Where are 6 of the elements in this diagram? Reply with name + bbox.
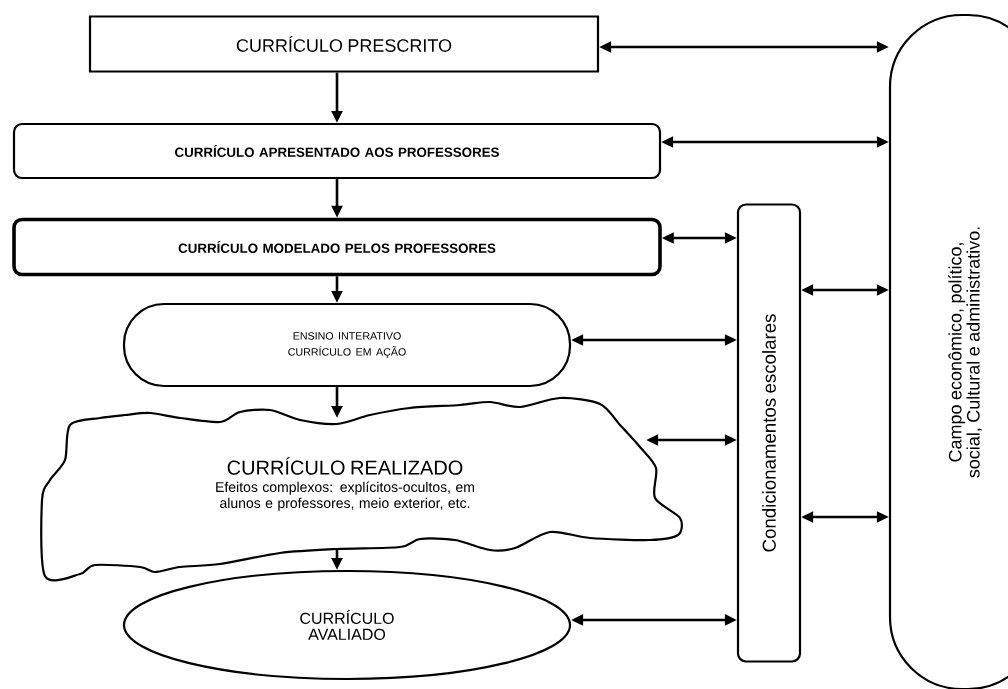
- process-box: CURRÍCULO PRESCRITO: [88, 15, 600, 73]
- rounded-box: Campo econômico, político, social, Cultural e administrativo.: [888, 13, 1008, 689]
- rounded-box: ENSINO INTERATIVO CURRÍCULO EM AÇÃO: [122, 302, 572, 388]
- rounded-box: CURRÍCULO MODELADO PELOS PROFESSORES: [12, 217, 662, 277]
- rounded-box: Condicionamentos escolares: [736, 203, 802, 663]
- rounded-box: CURRÍCULO APRESENTADO AOS PROFESSORES: [12, 122, 662, 180]
